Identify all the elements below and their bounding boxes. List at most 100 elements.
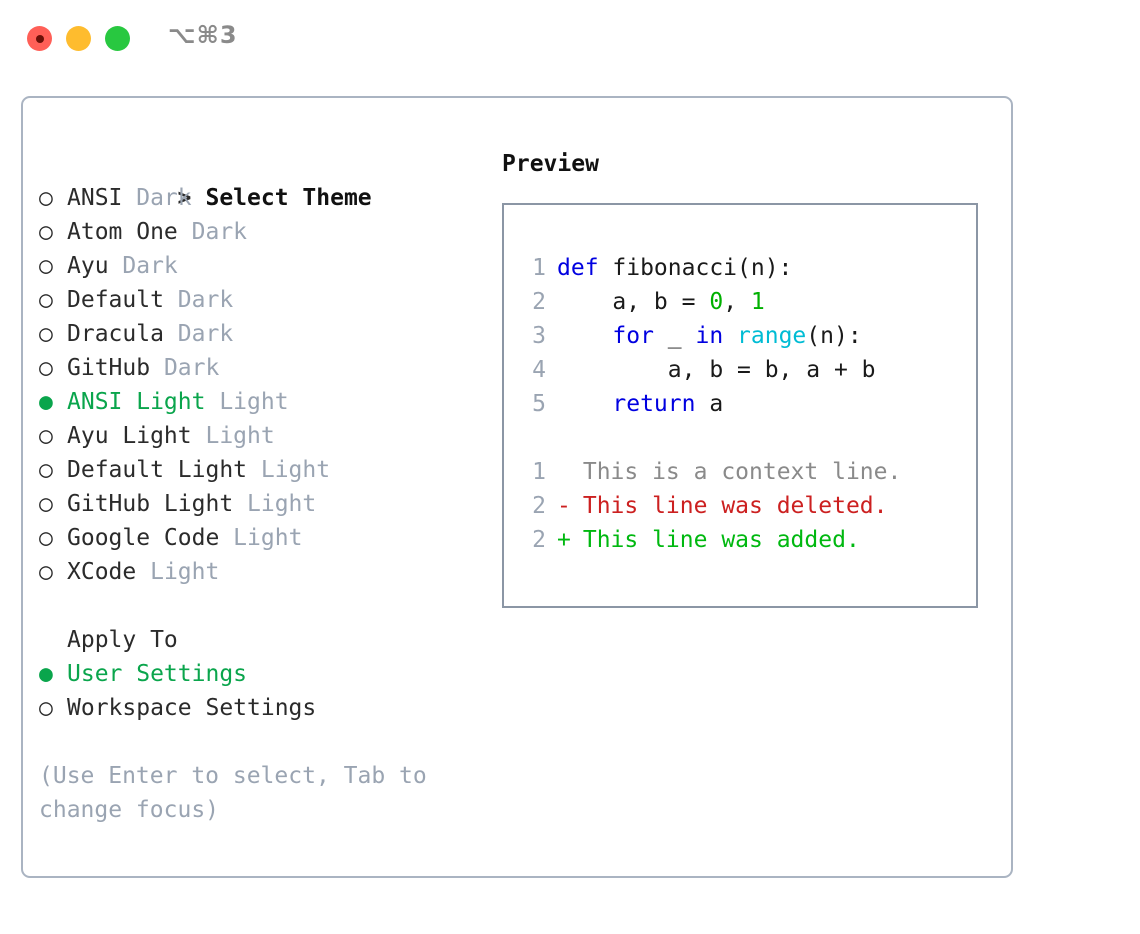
theme-name: XCode	[67, 559, 137, 585]
code-token: range	[737, 323, 807, 349]
maximize-button[interactable]	[105, 26, 130, 51]
radio-unselected-icon[interactable]: ○	[39, 525, 53, 551]
radio-unselected-icon[interactable]: ○	[39, 423, 53, 449]
diff-line: 1 This is a context line.	[522, 455, 901, 489]
code-token: a	[695, 391, 724, 417]
apply-to-label: User Settings	[67, 661, 248, 687]
radio-selected-icon[interactable]: ●	[39, 389, 53, 415]
apply-to-item[interactable]: ○ Workspace Settings	[39, 691, 479, 725]
line-number: 4	[532, 357, 546, 383]
code-token: return	[612, 391, 696, 417]
apply-to-heading: Apply To	[67, 627, 178, 653]
theme-name: Default	[67, 287, 164, 313]
theme-name: Default Light	[67, 457, 248, 483]
theme-name: Ayu	[67, 253, 109, 279]
radio-unselected-icon[interactable]: ○	[39, 491, 53, 517]
theme-list-item[interactable]: ○ Dracula Dark	[39, 317, 479, 351]
radio-unselected-icon[interactable]: ○	[39, 253, 53, 279]
diff-text: This is a context line.	[569, 459, 902, 485]
theme-name: ANSI Light	[67, 389, 206, 415]
code-token: 1	[750, 289, 765, 315]
diff-marker-icon: -	[557, 493, 571, 519]
theme-list-item[interactable]: ○ Atom One Dark	[39, 215, 479, 249]
list-spacer	[39, 589, 479, 623]
window-controls	[27, 26, 130, 51]
code-token: for	[612, 323, 654, 349]
code-line: 4 a, b = b, a + b	[522, 353, 876, 387]
theme-list-item[interactable]: ○ GitHub Dark	[39, 351, 479, 385]
code-token: 0	[709, 289, 724, 315]
radio-unselected-icon[interactable]: ○	[39, 695, 53, 721]
theme-name: Atom One	[67, 219, 178, 245]
radio-unselected-icon[interactable]: ○	[39, 457, 53, 483]
radio-unselected-icon[interactable]: ○	[39, 287, 53, 313]
code-token: a, b = b, a + b	[557, 357, 876, 383]
theme-list-item[interactable]: ○ Ayu Dark	[39, 249, 479, 283]
theme-list-item[interactable]: ○XCode Light	[39, 555, 479, 589]
prompt-caret-icon: >	[177, 185, 192, 211]
radio-unselected-icon[interactable]: ○	[39, 355, 53, 381]
radio-unselected-icon[interactable]: ○	[39, 185, 53, 211]
minimize-button[interactable]	[66, 26, 91, 51]
line-number: 3	[532, 323, 546, 349]
theme-variant: Dark	[163, 287, 234, 313]
apply-to-label: Workspace Settings	[67, 695, 317, 721]
theme-name: GitHub	[67, 355, 151, 381]
theme-name: Dracula	[67, 321, 164, 347]
line-number: 1	[532, 255, 546, 281]
apply-to-list: ● User Settings ○ Workspace Settings	[39, 657, 479, 725]
diff-marker-icon	[557, 455, 569, 489]
diff-text: This line was added.	[569, 527, 860, 553]
code-token	[723, 323, 737, 349]
code-token: (n):	[806, 323, 862, 349]
theme-variant: Dark	[150, 355, 220, 381]
theme-list-item[interactable]: ○ ANSI Dark	[39, 181, 479, 215]
diff-text: This line was deleted.	[569, 493, 888, 519]
radio-unselected-icon[interactable]: ○	[39, 559, 53, 585]
theme-list-item[interactable]: ● ANSI Light Light	[39, 385, 479, 419]
theme-variant: Dark	[108, 253, 178, 279]
keyboard-shortcut-label: ⌥⌘3	[168, 21, 238, 49]
theme-variant: Light	[191, 423, 275, 449]
theme-list: ○ ANSI Dark ○ Atom One Dark ○ Ayu Dark ○ Defaul…	[39, 181, 479, 589]
theme-name: GitHub Light	[67, 491, 234, 517]
theme-variant: Light	[233, 491, 317, 517]
apply-to-item[interactable]: ● User Settings	[39, 657, 479, 691]
diff-line: 2- This line was deleted.	[522, 489, 901, 523]
theme-variant: Light	[205, 389, 289, 415]
code-line: 5 return a	[522, 387, 876, 421]
keyboard-hint: (Use Enter to select, Tab to change focu…	[39, 763, 441, 823]
preview-heading: Preview	[502, 151, 599, 177]
theme-variant: Dark	[163, 321, 234, 347]
close-button[interactable]	[27, 26, 52, 51]
theme-list-item[interactable]: ○Google Code Light	[39, 521, 479, 555]
line-number: 2	[532, 527, 546, 553]
theme-variant: Light	[247, 457, 331, 483]
code-token: fibonacci(n):	[598, 255, 793, 281]
theme-list-item[interactable]: ○ Default Dark	[39, 283, 479, 317]
radio-unselected-icon[interactable]: ○	[39, 321, 53, 347]
line-number: 2	[532, 493, 546, 519]
code-line: 2 a, b = 0, 1	[522, 285, 876, 319]
radio-selected-icon[interactable]: ●	[39, 661, 53, 687]
code-token: ,	[723, 289, 751, 315]
theme-list-item[interactable]: ○ GitHub Light Light	[39, 487, 479, 521]
line-number: 1	[532, 459, 546, 485]
theme-picker-panel: > Select Theme ○ ANSI Dark ○ Atom One Dark ○ A…	[21, 96, 1013, 878]
radio-unselected-icon[interactable]: ○	[39, 219, 53, 245]
theme-variant: Dark	[122, 185, 192, 211]
theme-name: ANSI	[67, 185, 123, 211]
select-theme-heading: > Select Theme	[39, 147, 479, 211]
theme-list-item[interactable]: ○ Ayu Light Light	[39, 419, 479, 453]
select-theme-heading-label: Select Theme	[205, 185, 372, 211]
code-line: 3 for _ in range(n):	[522, 319, 876, 353]
theme-name: Ayu Light	[67, 423, 192, 449]
theme-list-item[interactable]: ○ Default Light Light	[39, 453, 479, 487]
theme-variant: Dark	[177, 219, 248, 245]
code-token	[557, 323, 612, 349]
theme-selection-column: > Select Theme ○ ANSI Dark ○ Atom One Dark ○ A…	[39, 147, 479, 827]
diff-marker-icon: +	[557, 527, 571, 553]
